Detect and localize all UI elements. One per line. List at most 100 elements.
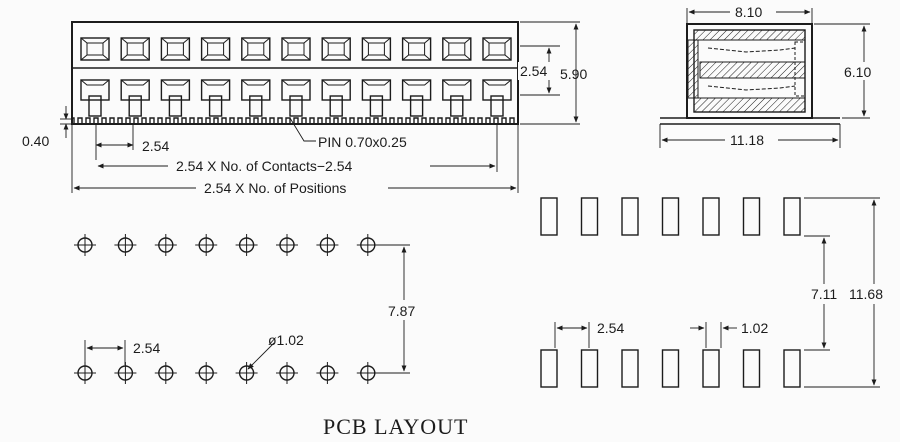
top-contact-inner	[408, 42, 426, 56]
top-contact-outer	[160, 37, 191, 61]
label-backdrop	[842, 62, 878, 80]
bottom-contact-outer	[160, 79, 191, 101]
smt-pad	[702, 349, 720, 388]
pad-array	[540, 197, 801, 388]
bottom-contact-outer	[281, 79, 311, 101]
top-contact-outer	[200, 37, 231, 61]
side-body-outline	[686, 23, 813, 119]
smt-pad	[661, 349, 680, 388]
top-contact-inner	[488, 42, 506, 56]
hole-array	[74, 234, 379, 384]
top-contact-bevel	[281, 37, 311, 61]
smt-pad	[580, 349, 599, 388]
row-spacing-label: 7.87	[388, 303, 415, 319]
pin	[450, 95, 464, 117]
row-pitch-label: 2.54	[520, 63, 547, 79]
top-contact-outer	[321, 37, 351, 61]
bottom-contact-outer	[401, 79, 432, 101]
side-view: 8.10 6.10 11.18	[659, 4, 878, 148]
top-contact-bevel	[241, 37, 271, 61]
bottom-contact-row	[80, 79, 512, 117]
side-leads	[660, 112, 840, 119]
top-contact-inner	[247, 42, 265, 56]
top-contact-outer	[442, 37, 472, 61]
top-contact-inner	[367, 42, 385, 56]
smt-pad	[621, 197, 639, 236]
height-label: 5.90	[560, 66, 587, 82]
bottom-contact-bevel	[80, 79, 110, 86]
label-backdrop	[808, 284, 888, 304]
bottom-contact-bevel	[120, 79, 150, 86]
positions-formula-label: 2.54 X No. of Positions	[204, 180, 346, 196]
top-contact-row	[80, 37, 512, 61]
inner-spacing-label: 7.11	[811, 286, 837, 302]
smt-pad	[540, 349, 558, 388]
top-contact-inner	[166, 42, 184, 56]
top-contact-bevel	[120, 37, 150, 61]
bottom-contact-bevel	[402, 79, 431, 86]
top-contact-outer	[482, 37, 512, 61]
offset-label: 0.40	[22, 133, 49, 149]
pin-label: PIN 0.70x0.25	[318, 134, 407, 150]
diameter-leader	[247, 342, 275, 370]
top-contact-inner	[207, 42, 225, 56]
bottom-contact-outer	[241, 79, 271, 101]
pin	[409, 95, 424, 117]
bottom-contact-bevel	[281, 79, 311, 86]
pad-width-label: 1.02	[741, 320, 768, 336]
smt-pad	[783, 349, 801, 388]
top-contact-bevel	[362, 37, 391, 61]
layout-title: PCB LAYOUT	[323, 414, 469, 439]
top-contact-outer	[241, 37, 271, 61]
pin	[289, 95, 303, 117]
bottom-contact-bevel	[241, 79, 271, 86]
top-contact-inner	[126, 42, 144, 56]
bottom-contact-bevel	[362, 79, 391, 86]
hatch-left-wall	[687, 39, 699, 99]
bottom-contact-outer	[442, 79, 472, 101]
smt-pad	[580, 197, 599, 236]
front-view: 5.90 2.54 0.40 2.54 PIN 0.70x0.25 2.54 X…	[22, 21, 587, 196]
top-contact-outer	[401, 37, 432, 61]
hatch-middle	[699, 61, 806, 79]
contact-spring-upper	[707, 47, 796, 53]
pin	[249, 95, 263, 117]
bottom-contact-bevel	[442, 79, 472, 86]
top-contact-outer	[281, 37, 311, 61]
pin	[208, 95, 223, 117]
outer-spacing-label: 11.68	[849, 286, 883, 302]
top-contact-inner	[448, 42, 466, 56]
top-contact-inner	[327, 42, 345, 56]
bottom-contact-outer	[200, 79, 231, 101]
label-backdrop	[386, 300, 424, 320]
bottom-contact-bevel	[201, 79, 230, 86]
label-backdrop	[518, 62, 556, 80]
contact-spring-lower	[707, 85, 796, 91]
pin	[329, 95, 343, 117]
pad-pitch-label: 2.54	[597, 320, 624, 336]
pin	[490, 95, 504, 117]
pin-leader	[289, 117, 316, 142]
pcb-smt-layout: 7.11 11.68 2.54 1.02	[540, 197, 888, 388]
pin	[128, 95, 142, 117]
top-contact-bevel	[482, 37, 512, 61]
smt-pad	[621, 349, 639, 388]
top-contact-bevel	[161, 37, 190, 61]
pitch-label: 2.54	[142, 138, 169, 154]
bottom-contact-bevel	[161, 79, 190, 86]
top-contact-outer	[80, 37, 110, 61]
hatch-top	[693, 29, 806, 41]
pin	[168, 95, 183, 117]
width-label: 8.10	[735, 4, 762, 20]
hole-diameter-label: ø1.02	[268, 332, 304, 348]
bottom-contact-outer	[80, 79, 110, 101]
side-height-label: 6.10	[844, 64, 871, 80]
top-contact-bevel	[80, 37, 110, 61]
smt-pad	[702, 197, 720, 236]
pcb-through-hole-layout: 7.87 2.54 ø1.02	[74, 234, 424, 384]
bottom-contact-outer	[321, 79, 351, 101]
top-contact-inner	[287, 42, 305, 56]
contacts-formula-label: 2.54 X No. of Contacts−2.54	[176, 158, 352, 174]
